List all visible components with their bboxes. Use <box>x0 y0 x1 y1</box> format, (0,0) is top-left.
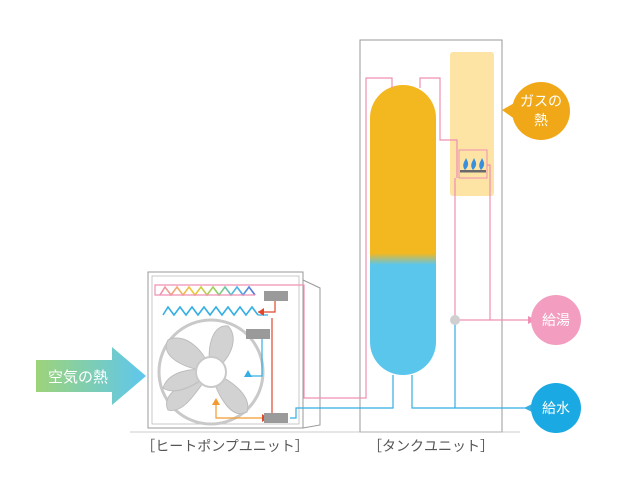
tank-unit <box>290 39 536 433</box>
gas-heat-badge: ガスの 熱 <box>502 82 570 140</box>
water-supply-label: 給水 <box>542 401 570 417</box>
heat-pump-unit-caption: ［ヒートポンプユニット］ <box>141 439 309 455</box>
air-heat-arrow: 空気の熱 <box>36 347 146 405</box>
hot-water-badge: 給湯 <box>531 295 581 345</box>
refrigerant-pipe-top <box>154 284 292 296</box>
water-heat-exchanger-block <box>264 413 288 423</box>
heat-pump-hot-return <box>292 284 367 399</box>
tank-unit-caption: ［タンクユニット］ <box>368 439 494 455</box>
gas-heat-label-line2: 熱 <box>534 113 548 129</box>
hot-water-label: 給湯 <box>542 312 570 329</box>
blue-arrowhead <box>244 370 252 377</box>
heat-pump-side-panel <box>302 279 321 429</box>
water-supply-badge: 給水 <box>531 383 581 433</box>
hot-pipe-to-burner <box>419 77 458 178</box>
mixing-valve <box>450 315 460 325</box>
fan-icon <box>157 318 265 426</box>
air-heat-label: 空気の熱 <box>48 368 108 386</box>
expansion-valve-block <box>246 329 270 339</box>
water-supply-pipe <box>411 375 530 409</box>
orange-arrowhead <box>212 398 220 405</box>
heat-pump-inner-frame <box>151 275 300 425</box>
water-supply-arrowhead <box>524 404 532 412</box>
hot-pipe-left <box>365 77 393 290</box>
gas-burner-icon <box>458 149 488 179</box>
gas-heat-label-line1: ガスの <box>520 94 562 110</box>
red-arrowhead-2 <box>258 308 264 316</box>
evaporator-coil <box>162 305 259 317</box>
refrigerant-pipe-orange <box>215 400 266 419</box>
cold-pipe-to-heat-pump <box>290 375 394 419</box>
storage-tank <box>370 85 436 375</box>
heat-pump-unit <box>147 271 321 429</box>
compressor-block <box>264 291 288 301</box>
hot-water-outlet-pipe <box>487 164 530 321</box>
